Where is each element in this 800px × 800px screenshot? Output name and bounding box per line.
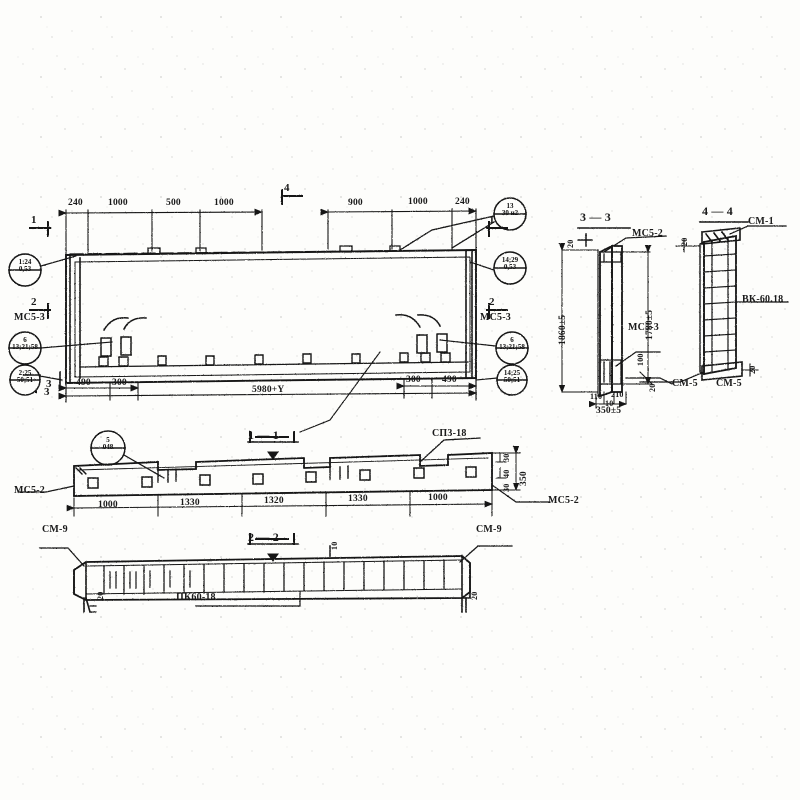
bottom-dim-490-right: 490 [442,375,457,385]
section-mark-2-right: 2 [489,296,495,308]
s11-label-mc5-2-left: МС5-2 [14,485,45,496]
s22-label-cm-9-right: СМ-9 [476,524,502,535]
balloon-top-right-num: 13 [506,202,514,210]
balloon-bottom-right-num: 14;25 [503,369,521,377]
overall-length-dim: 5980+Y [252,385,285,395]
top-dim-500: 500 [166,198,181,208]
balloon-top-right: 13 30 н2 [493,202,527,218]
s11-height-dim-350: 350 [519,471,529,486]
s11-label-mc5-2-right: МС5-2 [548,495,579,506]
s22-label-cm-9-left: СМ-9 [42,524,68,535]
balloon-bottom-left: 2;25 50;51 [8,369,42,385]
balloon-bottom-left-num: 2;25 [18,369,32,377]
s33-small-dim-10: 10 [605,399,614,408]
s11-dim-1330-left: 1330 [180,498,200,508]
s33-small-dim-210: 210 [611,390,624,399]
s44-label-vk-60-18: ВК-60.18 [742,294,784,305]
top-dim-1000-a: 1000 [108,198,128,208]
section-3-3-title: 3 — 3 [580,210,611,224]
s33-small-dim-110: 110 [590,392,603,401]
top-dim-900: 900 [348,198,363,208]
top-dim-240-left: 240 [68,198,83,208]
balloon-mid-left-den: 13;21;58 [12,343,38,352]
balloon-top-left-den: 0,53 [18,265,32,274]
bottom-dim-300-left: 300 [112,378,127,388]
section-mark-4-top: 4 [284,182,290,194]
s11-small-dim-40: 40 [502,469,511,478]
balloon-mid-left-num: 6 [23,336,27,344]
section-mark-3-bottom: 3 [44,386,50,398]
s22-center-mark-10: 10 [330,541,339,550]
balloon-mid-right-num: 6 [510,336,514,344]
section-4-4-title: 4 — 4 [702,204,733,218]
bottom-dim-300-right: 300 [406,375,421,385]
balloon-bottom-left-den: 50;51 [16,376,34,385]
s33-small-dim-20b: 20 [648,383,657,392]
s44-label-cm-5: СМ-5 [716,378,742,389]
section-mark-1-left: 1 [31,214,37,226]
s11-small-dim-30a: 30 [502,453,511,462]
s11-dim-1330-right: 1330 [348,494,368,504]
section-mark-2-left: 2 [31,296,37,308]
part-label-mc5-3-left: МС5-3 [14,312,45,323]
s11-dim-1000-left: 1000 [98,500,118,510]
top-dim-1000-b: 1000 [214,198,234,208]
section-mark-3-left: 3 [46,378,52,390]
balloon-top-left-num: 1:24 [18,258,32,266]
s11-dim-1320-center: 1320 [264,496,284,506]
section-mark-1-right: 1 [489,214,495,226]
s33-base-width-dim: 350±5 [596,406,622,416]
s33-label-mc5-2: МС5-2 [632,228,663,239]
balloon-bottom-right: 14;25 50;51 [495,369,529,385]
s33-small-dim-100: 100 [636,353,645,366]
balloon-mid-right-den: 13;21;58 [499,343,525,352]
s44-small-dim-20a: 20 [680,237,689,246]
balloon-mid-left: 6 13;21;58 [8,336,42,352]
top-dim-1000-c: 1000 [408,197,428,207]
s22-edge-dim-20-left: 20 [96,591,105,600]
s11-dim-1000-right: 1000 [428,493,448,503]
balloon-upper-right-den: 0,53 [503,263,517,272]
section-1-1-title: 1 — 1 [248,428,279,442]
s11-balloon-5: 5 048 [91,436,125,452]
s33-label-cm-5: СМ-5 [672,378,698,389]
s11-small-dim-30b: 30 [502,483,511,492]
balloon-upper-right: 14;29 0,53 [493,256,527,272]
s22-edge-dim-20-right: 20 [470,591,479,600]
balloon-mid-right: 6 13;21;58 [495,336,529,352]
balloon-upper-right-num: 14;29 [501,256,519,264]
balloon-bottom-right-den: 50;51 [503,376,521,385]
s33-height-left-dim: 1860±5 [558,314,568,345]
bottom-dim-490-left: 490 [76,378,91,388]
s33-label-mc5-3: МС5-3 [628,322,659,333]
s11-label-sp3-18: СП3-18 [432,428,467,439]
s33-small-dim-20a: 20 [566,239,575,248]
top-dim-240-right: 240 [455,197,470,207]
section-2-2-title: 2 — 2 [248,530,279,544]
s11-balloon-num: 5 [106,436,110,444]
s11-balloon-den: 048 [102,443,114,452]
balloon-top-left: 1:24 0,53 [8,258,42,274]
s22-label-pk60-18: ПК60-18 [176,592,216,603]
part-label-mc5-3-right: МС5-3 [480,312,511,323]
balloon-top-right-den: 30 н2 [501,209,519,218]
s44-label-cm-1: СМ-1 [748,216,774,227]
s44-small-dim-20b: 20 [748,365,757,374]
